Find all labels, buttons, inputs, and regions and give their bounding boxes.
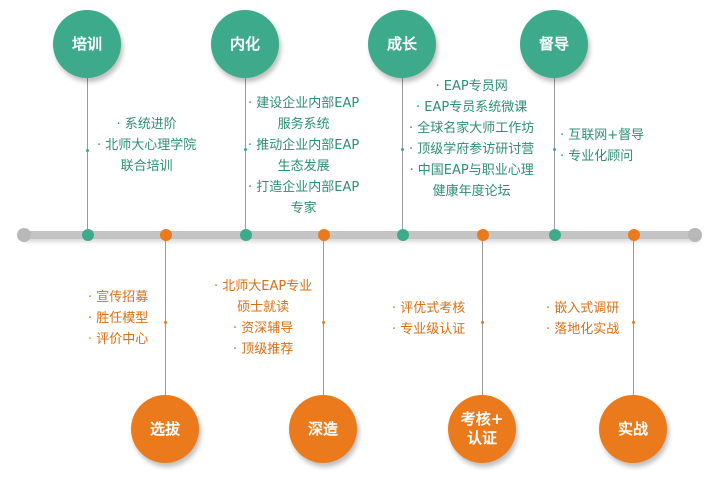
- stage-label-line: 认证: [466, 429, 497, 447]
- timeline-end-cap: [688, 228, 702, 242]
- connector-line: [482, 235, 483, 405]
- connector-marker: [322, 321, 325, 324]
- timeline-dot: [477, 229, 489, 241]
- list-item: · 落地化实战: [546, 322, 620, 337]
- selection-items: · 宣传招募 · 胜任模型 · 评价中心: [88, 287, 148, 350]
- list-item: · 评价中心: [88, 332, 149, 347]
- list-item: 硕士就读: [237, 300, 290, 315]
- stage-label: 成长: [386, 34, 417, 53]
- list-item: · 顶级学府参访研讨营: [409, 142, 535, 157]
- list-item: 生态发展: [277, 159, 330, 174]
- list-item: · 系统进阶: [116, 117, 177, 132]
- timeline-dot: [318, 229, 330, 241]
- stage-label: 深造: [307, 419, 338, 438]
- list-item: · 嵌入式调研: [546, 301, 620, 316]
- connector-line: [165, 235, 166, 405]
- timeline-start-cap: [17, 228, 31, 242]
- list-item: 专家: [290, 201, 317, 216]
- list-item: · EAP专员系统微课: [416, 100, 528, 115]
- stage-label-line: 考核+: [460, 410, 504, 428]
- stage-label: 培训: [71, 34, 102, 53]
- stage-advanced-study: 深造: [289, 395, 357, 463]
- connector-marker: [244, 148, 247, 151]
- timeline-dot: [549, 229, 561, 241]
- stage-label: 选拔: [149, 419, 180, 438]
- list-item: · 北师大EAP专业: [214, 279, 313, 294]
- list-item: · 打造企业内部EAP: [248, 180, 360, 195]
- training-items: · 系统进阶 · 北师大心理学院 联合培训: [97, 114, 196, 177]
- stage-label: 内化: [229, 34, 260, 53]
- timeline-bar: [22, 231, 700, 239]
- supervision-items: · 互联网+督导 · 专业化顾问: [560, 125, 644, 167]
- stage-selection: 选拔: [131, 395, 199, 463]
- list-item: · 专业级认证: [392, 322, 466, 337]
- connector-marker: [86, 149, 89, 152]
- connector-line: [633, 235, 634, 405]
- list-item: · 专业化顾问: [560, 149, 634, 164]
- practice-items: · 嵌入式调研 · 落地化实战: [546, 298, 619, 340]
- list-item: · 资深辅导: [232, 321, 294, 336]
- timeline-dot: [82, 229, 94, 241]
- timeline-dot: [160, 229, 172, 241]
- list-item: · 顶级推荐: [232, 342, 294, 357]
- list-item: · 中国EAP与职业心理: [409, 163, 534, 178]
- connector-line: [323, 235, 324, 405]
- stage-label: 督导: [538, 34, 569, 53]
- stage-growth: 成长: [368, 10, 436, 78]
- stage-training: 培训: [53, 10, 121, 78]
- list-item: · 北师大心理学院: [97, 138, 197, 153]
- list-item: · 全球名家大师工作坊: [409, 121, 535, 136]
- list-item: · 互联网+督导: [560, 128, 645, 143]
- stage-supervision: 督导: [520, 10, 588, 78]
- connector-marker: [481, 321, 484, 324]
- list-item: 健康年度论坛: [432, 184, 511, 199]
- connector-marker: [553, 148, 556, 151]
- internalize-items: · 建设企业内部EAP 服务系统 · 推动企业内部EAP 生态发展 · 打造企业…: [248, 93, 359, 219]
- list-item: · EAP专员网: [435, 79, 508, 94]
- stage-internalize: 内化: [211, 10, 279, 78]
- list-item: · 建设企业内部EAP: [248, 96, 360, 111]
- timeline-dot: [240, 229, 252, 241]
- connector-marker: [401, 148, 404, 151]
- advanced-study-items: · 北师大EAP专业 硕士就读 · 资深辅导 · 顶级推荐: [214, 276, 312, 360]
- list-item: · 评优式考核: [392, 301, 466, 316]
- stage-label: 实战: [617, 419, 648, 438]
- list-item: · 推动企业内部EAP: [248, 138, 360, 153]
- timeline-dot: [397, 229, 409, 241]
- growth-items: · EAP专员网 · EAP专员系统微课 · 全球名家大师工作坊 · 顶级学府参…: [409, 76, 534, 202]
- list-item: 服务系统: [277, 117, 330, 132]
- timeline-dot: [628, 229, 640, 241]
- list-item: 联合培训: [120, 159, 173, 174]
- list-item: · 胜任模型: [88, 311, 149, 326]
- list-item: · 宣传招募: [88, 290, 149, 305]
- assessment-items: · 评优式考核 · 专业级认证: [392, 298, 465, 340]
- stage-practice: 实战: [599, 395, 667, 463]
- connector-marker: [632, 321, 635, 324]
- connector-marker: [164, 321, 167, 324]
- stage-assessment-certification: 考核+ 认证: [448, 395, 516, 463]
